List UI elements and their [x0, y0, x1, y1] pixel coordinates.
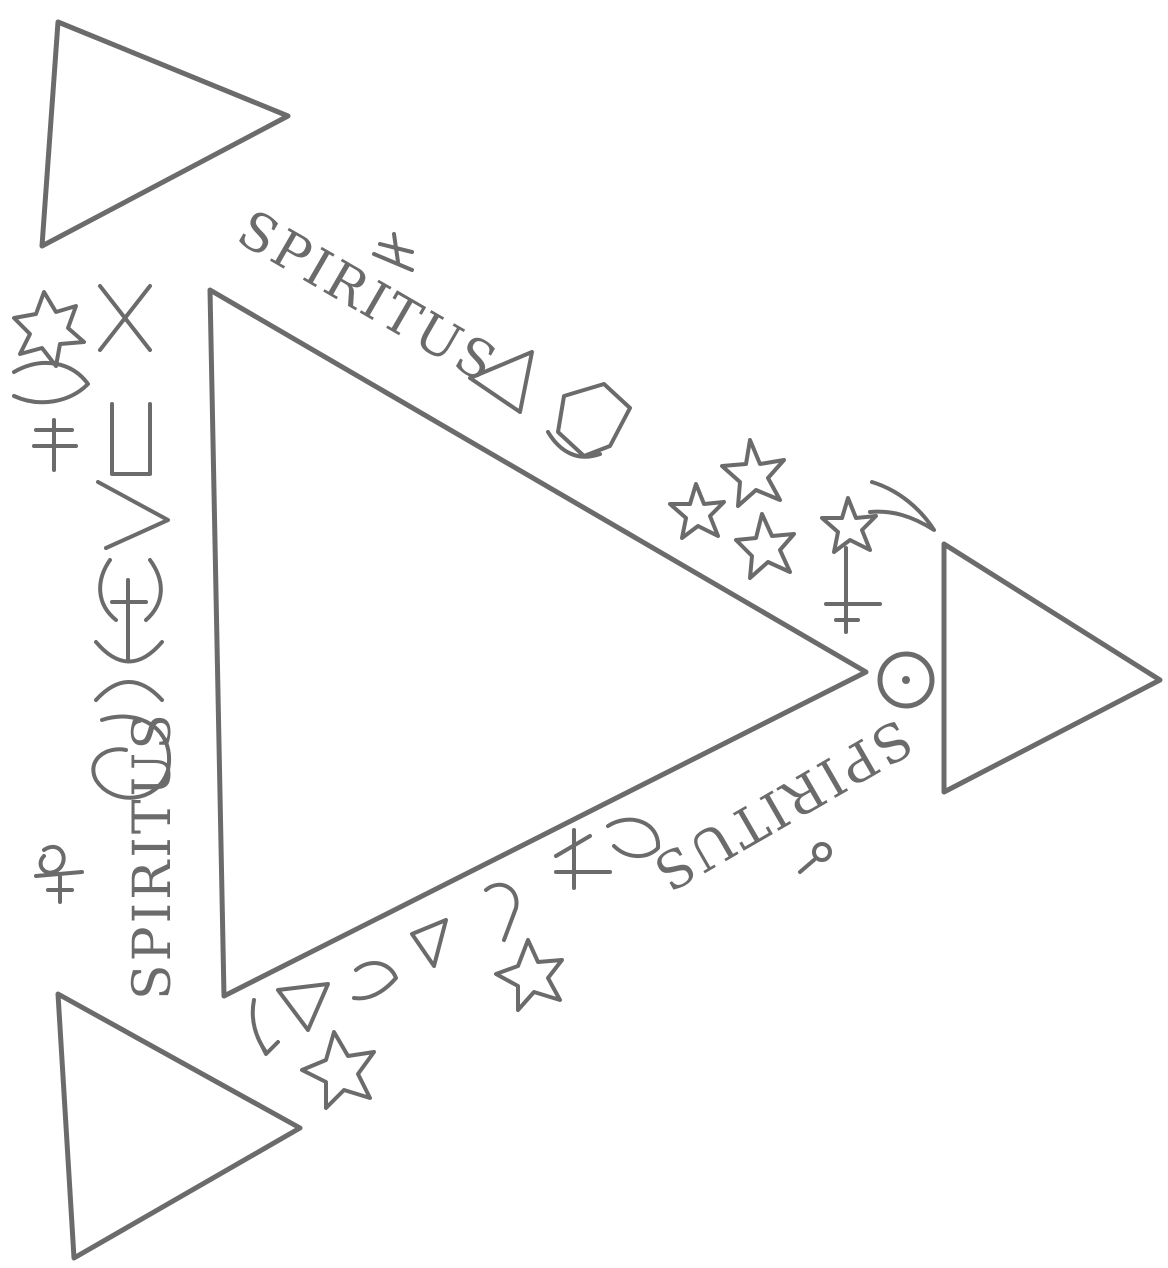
- corner-triangle-right-icon: [944, 544, 1160, 792]
- corner-triangle-bottom-left-icon: [58, 994, 300, 1258]
- star-icon: [722, 440, 784, 506]
- left-edge-label: SPIRITUS: [123, 711, 183, 1000]
- top-edge-label: SPIRITUS: [228, 199, 508, 395]
- bottom-edge-sigils-icon: [253, 820, 658, 1108]
- ink-layer: SPIRITUS SPIRITUS SPIRITUS: [14, 22, 1160, 1258]
- star-icon: [302, 1032, 374, 1108]
- crescent-moon-icon: [870, 482, 934, 530]
- central-triangle-icon: [210, 290, 866, 996]
- star-icon: [822, 498, 876, 552]
- star-icon: [736, 514, 794, 578]
- planet-symbol-left-icon: [36, 847, 82, 902]
- bottom-edge-label: SPIRITUS: [641, 707, 921, 903]
- star-icon: [496, 940, 562, 1010]
- star-icon: [670, 484, 724, 538]
- cross-sigil-icon: [826, 548, 880, 632]
- planet-symbol-right-icon: [800, 844, 830, 872]
- sun-icon: [880, 654, 932, 706]
- star-icon: [14, 292, 84, 366]
